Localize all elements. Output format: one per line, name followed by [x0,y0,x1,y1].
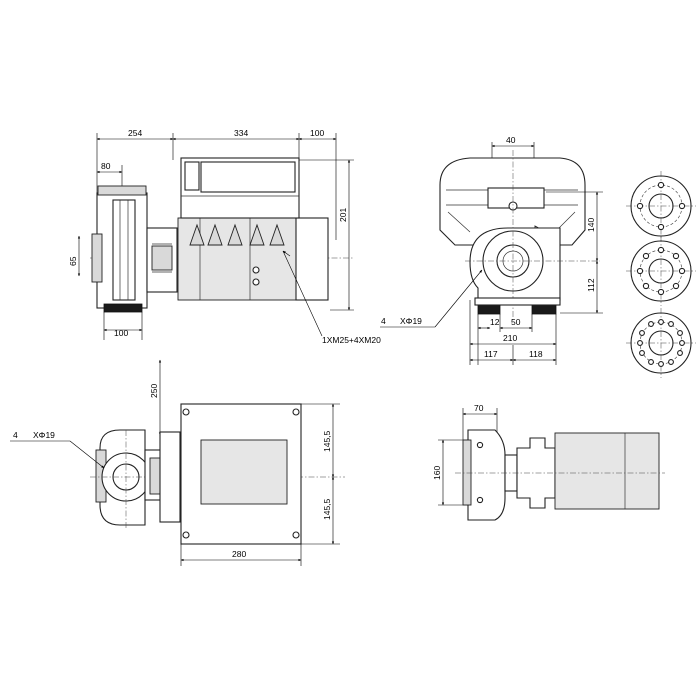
end-view: 40 140 112 12 50 210 [380,135,603,365]
dim-140: 140 [586,218,596,232]
flange-detail-1 [626,171,696,241]
dim-80: 80 [101,161,111,171]
dim-250: 250 [149,384,159,398]
dim-280: 280 [232,549,246,559]
end-holes-count: 4 [381,316,386,326]
dim-112: 112 [586,278,596,292]
small-view: 70 160 [432,403,665,521]
top-holes-label: XΦ19 [33,430,55,440]
dim-160: 160 [432,466,442,480]
dim-145-5-lower: 145,5 [322,498,332,520]
top-holes-count: 4 [13,430,18,440]
flange-detail-2 [626,236,696,306]
dim-145-5-upper: 145,5 [322,430,332,452]
dim-118: 118 [529,349,543,359]
end-holes-label: XΦ19 [400,316,422,326]
dim-100-bottom: 100 [114,328,128,338]
dim-50: 50 [511,317,521,327]
dim-100-top: 100 [310,128,324,138]
dim-210: 210 [503,333,517,343]
flange-details [626,171,696,378]
dim-117: 117 [484,349,498,359]
dim-70: 70 [474,403,484,413]
dim-40: 40 [506,135,516,145]
top-view: 250 145,5 145,5 280 4 XΦ19 [10,359,345,566]
cable-entry-callout: 1XM25+4XM20 [322,335,381,345]
side-view: 254 334 100 80 65 201 [68,128,381,345]
dim-334: 334 [234,128,248,138]
dim-201: 201 [338,208,348,222]
dim-254: 254 [128,128,142,138]
dim-65: 65 [68,256,78,266]
flange-detail-3 [626,308,696,378]
dim-12: 12 [490,317,500,327]
